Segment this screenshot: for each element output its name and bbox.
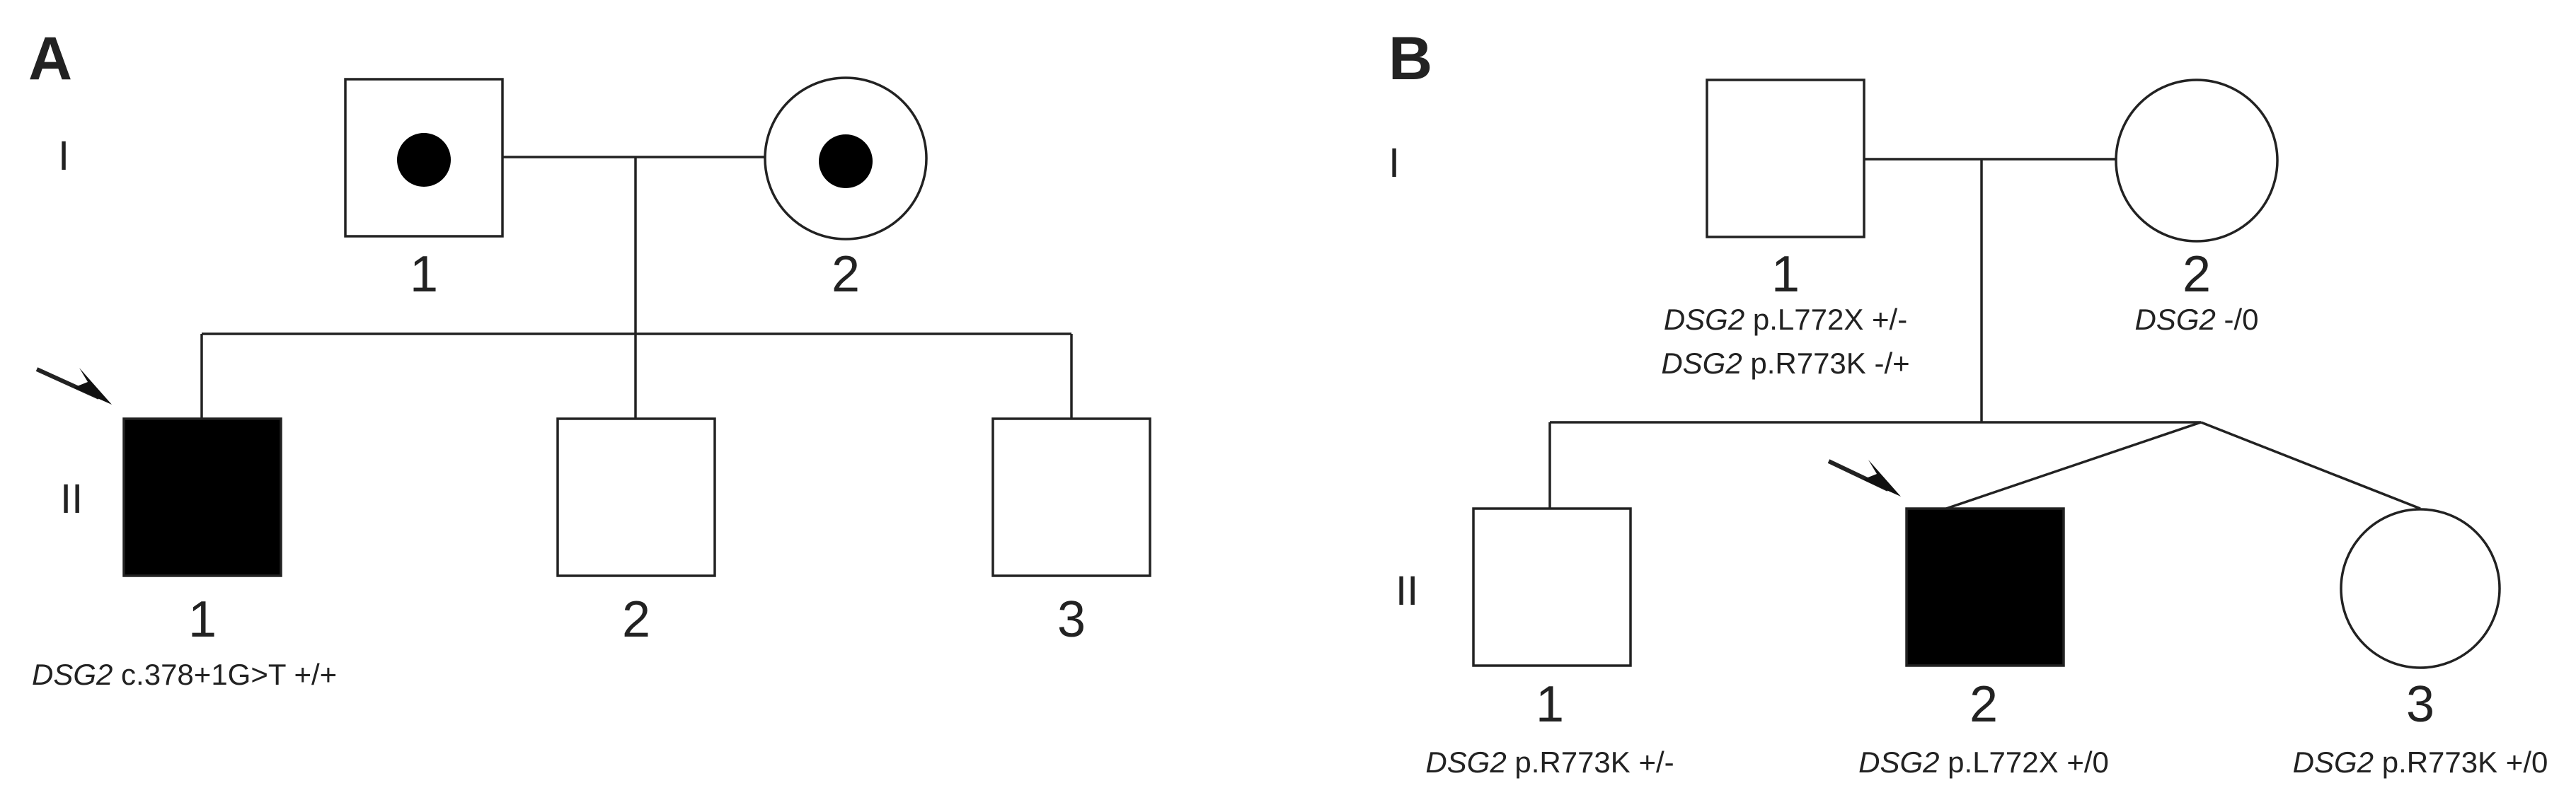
genotype-label: DSG2 -/0	[2134, 303, 2258, 336]
variant: p.R773K -/+	[1750, 347, 1909, 380]
genotype-label: DSG2 p.R773K +/-	[1425, 746, 1674, 779]
affected-male-symbol	[1905, 507, 2065, 667]
panel-label: B	[1388, 25, 1432, 93]
individual-i-2: 2	[764, 76, 928, 303]
gene-name: DSG2	[2293, 746, 2374, 779]
male-symbol	[344, 78, 504, 238]
panel-b: B I II 1 DSG2 p.L772X +/- DSG2 p.R773K -…	[1388, 25, 2548, 779]
male-symbol	[1706, 79, 1865, 238]
genotype-label: DSG2 p.L772X +/0	[1858, 746, 2109, 779]
individual-number: 1	[410, 246, 438, 303]
individual-number: 3	[1057, 591, 1086, 648]
gene-name: DSG2	[1425, 746, 1506, 779]
individual-ii-1: 1 DSG2 c.378+1G>T +/+	[32, 367, 337, 691]
twin-line	[1945, 421, 2202, 510]
twin-line	[2200, 421, 2421, 510]
male-symbol	[991, 417, 1151, 577]
male-symbol	[1472, 507, 1632, 667]
individual-i-1: 1 DSG2 p.L772X +/- DSG2 p.R773K -/+	[1661, 79, 1910, 380]
variant: c.378+1G>T +/+	[121, 658, 337, 691]
carrier-dot	[397, 133, 451, 187]
individual-number: 3	[2406, 676, 2434, 733]
genotype-label: DSG2 p.L772X +/-	[1664, 303, 1907, 336]
individual-number: 1	[1771, 246, 1800, 303]
individual-number: 1	[1536, 676, 1564, 733]
individual-ii-1: 1 DSG2 p.R773K +/-	[1425, 507, 1674, 779]
individual-i-1: 1	[344, 78, 504, 303]
generation-label: I	[1388, 140, 1400, 186]
individual-number: 1	[188, 591, 217, 648]
individual-i-2: 2 DSG2 -/0	[2115, 79, 2279, 336]
panel-label: A	[28, 25, 72, 93]
variant: p.L772X +/0	[1948, 746, 2109, 779]
proband-arrow-icon	[1827, 459, 1901, 497]
gene-name: DSG2	[1664, 303, 1744, 336]
male-symbol	[556, 417, 716, 577]
generation-label: II	[1396, 568, 1418, 614]
female-symbol	[2115, 79, 2279, 243]
panel-a: A I II 1 2 1 DSG2 c.37	[28, 25, 1151, 691]
gene-name: DSG2	[1858, 746, 1939, 779]
generation-label: II	[60, 476, 83, 522]
gene-name: DSG2	[1661, 347, 1742, 380]
carrier-dot	[819, 134, 873, 188]
variant: -/0	[2224, 303, 2259, 336]
individual-ii-3: 3	[991, 417, 1151, 648]
individual-number: 2	[2183, 246, 2211, 303]
gene-name: DSG2	[2134, 303, 2215, 336]
individual-number: 2	[832, 246, 860, 303]
individual-number: 2	[622, 591, 650, 648]
variant: p.R773K +/-	[1514, 746, 1674, 779]
female-symbol	[2340, 508, 2501, 669]
genotype-label: DSG2 c.378+1G>T +/+	[32, 658, 337, 691]
gene-name: DSG2	[32, 658, 113, 691]
affected-male-symbol	[122, 417, 282, 577]
individual-number: 2	[1970, 676, 1998, 733]
generation-label: I	[58, 133, 69, 179]
individual-ii-3: 3 DSG2 p.R773K +/0	[2293, 508, 2548, 779]
proband-arrow-icon	[35, 367, 112, 405]
individual-ii-2: 2	[556, 417, 716, 648]
individual-ii-2: 2 DSG2 p.L772X +/0	[1827, 459, 2109, 779]
variant: p.L772X +/-	[1753, 303, 1907, 336]
genotype-label: DSG2 p.R773K +/0	[2293, 746, 2548, 779]
genotype-label: DSG2 p.R773K -/+	[1661, 347, 1909, 380]
variant: p.R773K +/0	[2382, 746, 2548, 779]
